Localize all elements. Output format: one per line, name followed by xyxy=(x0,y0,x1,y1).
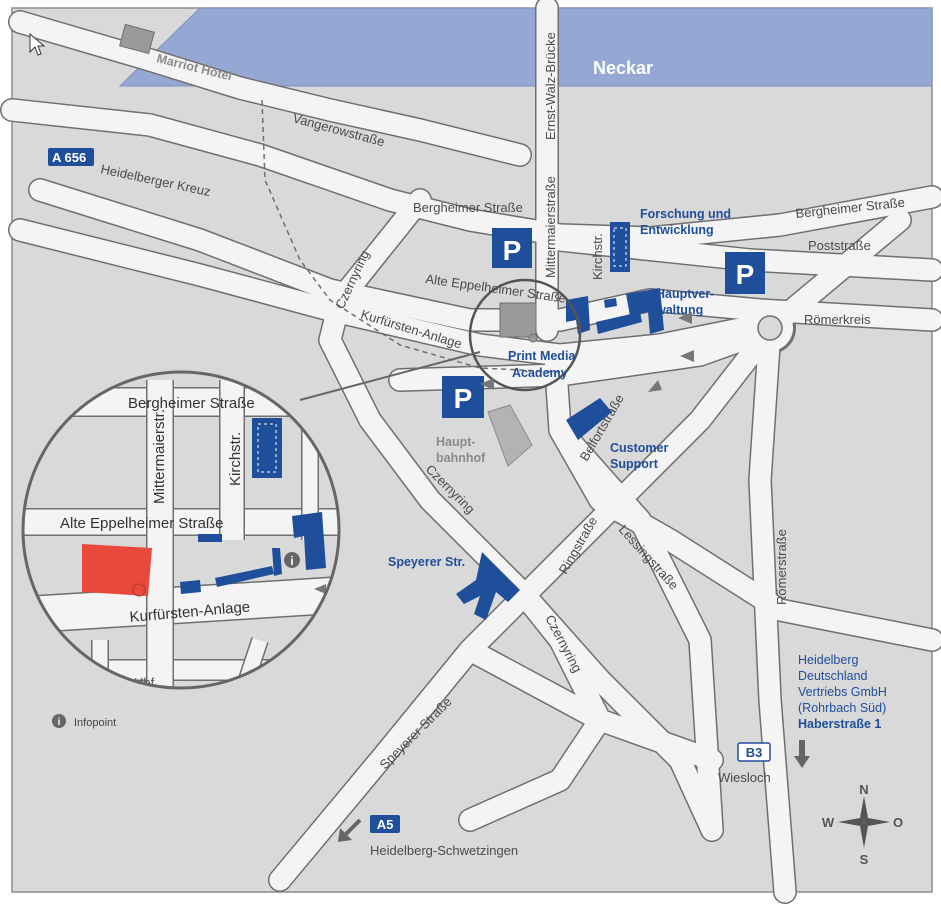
inset-info-icon: i xyxy=(284,552,300,568)
inset-direction-arrow xyxy=(314,584,326,594)
b3-destination-label: Wiesloch xyxy=(718,770,771,785)
label-support-line2: Support xyxy=(610,457,659,471)
building-speyerer-str xyxy=(456,552,520,620)
inset-ring xyxy=(21,370,341,690)
label-station-line1: Haupt- xyxy=(436,435,476,449)
inset-pma-marker xyxy=(132,583,146,597)
svg-text:N: N xyxy=(859,782,868,797)
inset-building-headquarters xyxy=(180,512,326,594)
street-kirch: Kirchstr. xyxy=(590,233,605,280)
parking-sign-1: P xyxy=(492,228,532,268)
street-mittermaier: Mittermaierstraße xyxy=(543,176,558,278)
building-customer-support xyxy=(566,398,612,440)
street-roemerkreis: Römerkreis xyxy=(804,312,871,327)
svg-text:i: i xyxy=(58,717,61,728)
parking-sign-3: P xyxy=(442,376,484,418)
building-research xyxy=(610,222,630,272)
mouse-cursor-icon xyxy=(29,32,46,56)
street-roemer: Römerstraße xyxy=(774,529,789,605)
label-station-line2: bahnhof xyxy=(436,451,486,465)
highway-badge-b3: B3 xyxy=(737,742,771,762)
pma-infopoint-marker xyxy=(528,333,538,343)
label-hq-line2: waltung xyxy=(655,303,703,317)
pma-highlight-ring xyxy=(468,278,582,392)
arrow-southwest-icon xyxy=(338,818,362,842)
svg-text:O: O xyxy=(893,815,903,830)
inset-detail-map: i Bergheimer Straße Mittermaierstr. Kirc… xyxy=(21,370,341,690)
highway-badge-a656: A 656 xyxy=(48,148,94,166)
arrow-down-icon xyxy=(794,740,810,768)
building-main-station xyxy=(487,404,533,467)
inset-label-kirch: Kirchstr. xyxy=(227,432,244,486)
label-speyerer-str: Speyerer Str. xyxy=(388,555,465,569)
highway-badge-a5: A5 xyxy=(370,815,400,833)
street-post: Poststraße xyxy=(808,238,871,253)
svg-text:i: i xyxy=(290,554,293,568)
svg-text:W: W xyxy=(822,815,835,830)
compass-rose-icon: N S W O xyxy=(822,782,903,867)
river-label: Neckar xyxy=(593,58,653,78)
legend-infopoint: i Infopoint xyxy=(52,714,116,729)
direction-arrows xyxy=(480,312,694,392)
svg-text:P: P xyxy=(736,259,755,290)
svg-text:P: P xyxy=(454,383,473,414)
label-support-line1: Customer xyxy=(610,441,668,455)
infopoint-icon xyxy=(52,714,66,728)
label-research-line1: Forschung und xyxy=(640,207,731,221)
svg-text:B3: B3 xyxy=(746,745,763,760)
parking-sign-2: P xyxy=(725,252,765,294)
legend-infopoint-label: Infopoint xyxy=(74,717,116,729)
label-vertrieb-line5: Haberstraße 1 xyxy=(798,717,881,731)
street-bergheimer-left: Bergheimer Straße xyxy=(413,200,523,215)
label-vertrieb-line4: (Rohrbach Süd) xyxy=(798,701,886,715)
label-pma-line2: Academy xyxy=(512,366,568,380)
label-vertrieb-line3: Vertriebs GmbH xyxy=(798,685,887,699)
inset-building-print-media-academy xyxy=(82,544,152,596)
hotel-building xyxy=(119,23,155,55)
svg-text:A 656: A 656 xyxy=(52,150,86,165)
label-research-line2: Entwicklung xyxy=(640,223,714,237)
inset-label-alte-eppelheimer: Alte Eppelheimer Straße xyxy=(60,515,223,532)
label-vertrieb-line2: Deutschland xyxy=(798,669,868,683)
railway-line xyxy=(261,99,561,373)
street-ernst-walz-bruecke: Ernst-Walz-Brücke xyxy=(543,32,558,140)
label-vertrieb-line1: Heidelberg xyxy=(798,653,859,667)
river-neckar xyxy=(118,7,933,87)
inset-label-bergheimer: Bergheimer Straße xyxy=(128,395,255,412)
svg-text:S: S xyxy=(860,852,869,867)
svg-text:A5: A5 xyxy=(377,817,394,832)
label-hq-line1: Hauptver- xyxy=(656,287,714,301)
inset-connector-line xyxy=(299,351,481,401)
a5-destination-label: Heidelberg-Schwetzingen xyxy=(370,843,518,858)
svg-text:P: P xyxy=(503,235,522,266)
inset-label-mittermaier: Mittermaierstr. xyxy=(151,409,168,504)
label-pma-line1: Print Media xyxy=(508,349,576,363)
building-print-media-academy xyxy=(499,302,537,338)
inset-building-research xyxy=(252,418,282,478)
